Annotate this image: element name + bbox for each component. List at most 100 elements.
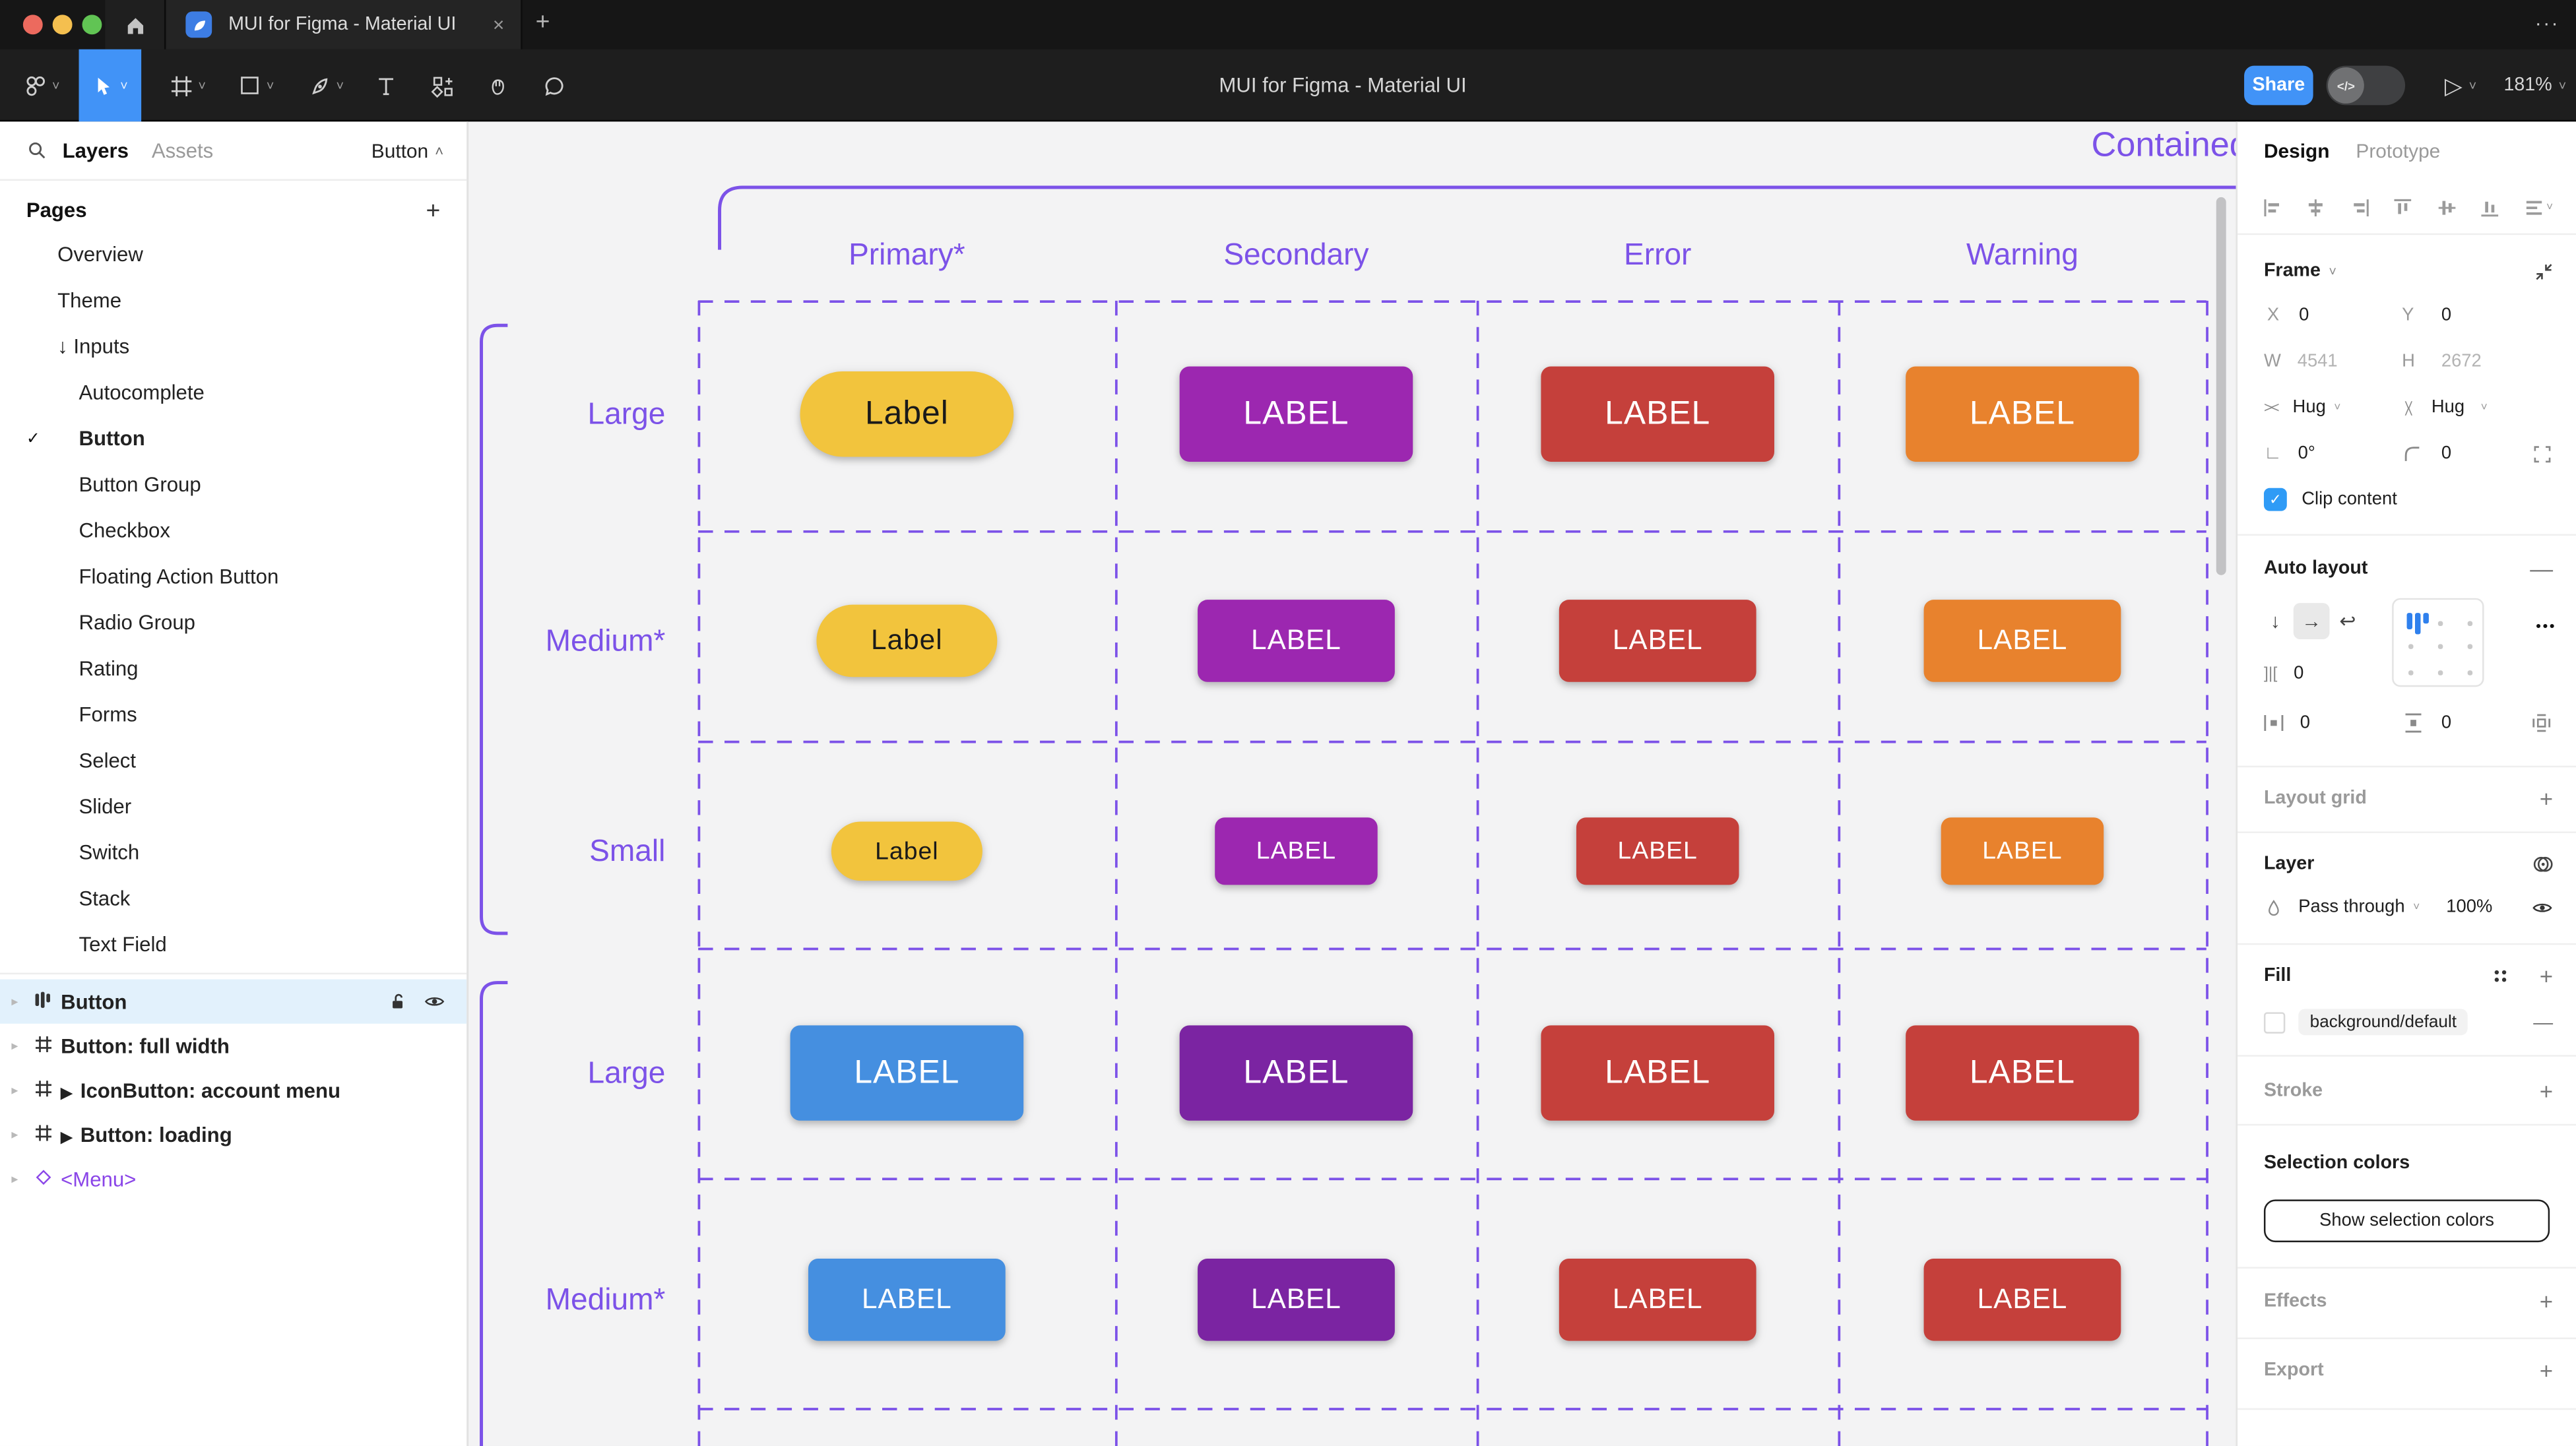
present-button[interactable]: ▷˅ [2445,49,2476,122]
vertical-padding-input[interactable]: 0 [2441,713,2452,733]
canvas-button-r4-c3[interactable]: LABEL [1541,1025,1774,1121]
opacity-input[interactable]: 100% [2446,897,2493,917]
expand-chevron-icon[interactable]: ▸ [11,993,18,1009]
canvas-button-r3-c2[interactable]: LABEL [1215,817,1378,885]
canvas-button-r4-c1[interactable]: LABEL [790,1025,1024,1121]
layer-row--menu-[interactable]: ▸<Menu> [0,1157,467,1201]
canvas-button-r5-c1[interactable]: LABEL [808,1259,1006,1341]
canvas-button-r4-c2[interactable]: LABEL [1179,1025,1413,1121]
frame-tool-button[interactable]: ˅ [158,49,217,122]
blend-mode-select[interactable]: Pass through [2298,897,2405,917]
canvas-button-r3-c1[interactable]: Label [831,821,982,881]
canvas-button-r2-c4[interactable]: LABEL [1923,600,2121,682]
layer-row-iconbutton-account-menu[interactable]: ▸▶IconButton: account menu [0,1068,467,1112]
tab-design[interactable]: Design [2263,139,2330,163]
page-item-select[interactable]: Select [0,738,467,784]
fill-token[interactable]: background/default [2298,1009,2468,1036]
add-export-button[interactable]: + [2539,1357,2554,1384]
dev-mode-toggle[interactable]: </> [2326,65,2406,106]
text-tool-button[interactable] [362,49,411,122]
align-horizontal-center-icon[interactable] [2304,195,2329,219]
add-stroke-button[interactable]: + [2539,1078,2554,1104]
independent-padding-icon[interactable] [2530,712,2553,735]
page-item-inputs[interactable]: ↓ Inputs [0,324,467,370]
align-left-icon[interactable] [2261,195,2285,219]
eye-icon[interactable] [2530,896,2554,918]
tab-assets[interactable]: Assets [151,139,214,162]
tab-prototype[interactable]: Prototype [2356,139,2441,163]
page-item-text-field[interactable]: Text Field [0,922,467,968]
search-icon[interactable] [26,140,48,161]
corner-radius-input[interactable]: 0 [2441,443,2452,464]
comment-tool-button[interactable] [529,49,579,122]
expand-chevron-icon[interactable]: ▸ [11,1083,18,1098]
canvas-button-r4-c4[interactable]: LABEL [1906,1025,2139,1121]
remove-auto-layout-button[interactable]: — [2530,555,2554,582]
zoom-menu[interactable]: 181%˅ [2503,49,2566,122]
canvas-button-r3-c3[interactable]: LABEL [1576,817,1739,885]
file-tab[interactable]: MUI for Figma - Material UI × [164,0,523,49]
pen-tool-button[interactable]: ˅ [296,49,355,122]
vertical-resizing-select[interactable]: Hug [2431,397,2465,418]
page-item-radio-group[interactable]: Radio Group [0,600,467,646]
width-input[interactable]: 4541 [2297,352,2338,371]
canvas-button-r1-c3[interactable]: LABEL [1541,366,1774,462]
direction-horizontal-button[interactable]: → [2293,603,2330,639]
home-tab[interactable] [105,0,164,49]
layer-row-button[interactable]: ▸Button [0,979,467,1024]
canvas-button-r2-c3[interactable]: LABEL [1559,600,1756,682]
add-effect-button[interactable]: + [2539,1288,2554,1315]
canvas-button-r1-c1[interactable]: Label [800,371,1014,457]
blend-mode-icon[interactable] [2532,853,2555,876]
present-chevron-icon[interactable]: ˅ [2468,78,2477,93]
add-layout-grid-button[interactable]: + [2539,785,2554,812]
fill-color-swatch[interactable] [2263,1011,2286,1033]
layer-row-button-loading[interactable]: ▸▶Button: loading [0,1112,467,1156]
tab-layers[interactable]: Layers [62,139,129,162]
height-input[interactable]: 2672 [2441,352,2482,371]
chevron-down-icon[interactable]: ˅ [2329,263,2337,279]
tab-overflow-icon[interactable]: ··· [2534,11,2560,35]
new-tab-button[interactable]: + [535,8,550,36]
page-item-autocomplete[interactable]: Autocomplete [0,369,467,416]
unlock-icon[interactable] [388,991,408,1012]
add-fill-button[interactable]: + [2539,962,2554,990]
align-bottom-icon[interactable] [2478,195,2503,219]
canvas-button-r2-c2[interactable]: LABEL [1198,600,1395,682]
page-item-theme[interactable]: Theme [0,278,467,324]
show-selection-colors-button[interactable]: Show selection colors [2263,1199,2550,1243]
page-item-floating-action-button[interactable]: Floating Action Button [0,553,467,600]
horizontal-resizing-select[interactable]: Hug [2292,397,2326,418]
tab-close-icon[interactable]: × [492,13,505,36]
page-item-slider[interactable]: Slider [0,784,467,830]
window-zoom-button[interactable] [82,15,102,35]
window-minimize-button[interactable] [52,15,73,35]
page-item-overview[interactable]: Overview [0,232,467,278]
horizontal-padding-input[interactable]: 0 [2300,713,2310,733]
independent-corners-icon[interactable] [2532,443,2553,464]
layer-row-button-full-width[interactable]: ▸Button: full width [0,1024,467,1068]
styles-icon[interactable] [2491,966,2511,986]
canvas-button-r5-c3[interactable]: LABEL [1559,1259,1756,1341]
expand-chevron-icon[interactable]: ▸ [11,1172,18,1187]
shape-tool-button[interactable]: ˅ [227,49,286,122]
add-page-button[interactable]: + [426,196,441,225]
canvas-button-r5-c4[interactable]: LABEL [1923,1259,2121,1341]
window-close-button[interactable] [22,15,43,35]
canvas-button-r2-c1[interactable]: Label [816,604,998,677]
x-input[interactable]: 0 [2299,305,2309,326]
clip-content-checkbox[interactable]: ✓ [2263,487,2287,511]
remove-fill-button[interactable]: — [2533,1010,2554,1034]
page-item-stack[interactable]: Stack [0,876,467,922]
page-item-button[interactable]: ✓Button [0,416,467,462]
direction-wrap-button[interactable]: ↩ [2339,610,2356,633]
canvas-button-r1-c2[interactable]: LABEL [1179,366,1413,462]
file-title[interactable]: MUI for Figma - Material UI [1219,74,1467,97]
eye-icon[interactable] [422,991,447,1012]
page-item-rating[interactable]: Rating [0,646,467,692]
canvas-scrollbar[interactable] [2216,197,2226,575]
auto-layout-more-button[interactable]: ••• [2536,617,2557,635]
collapse-arrow-icon[interactable]: ↓ [57,335,74,359]
page-item-switch[interactable]: Switch [0,830,467,876]
